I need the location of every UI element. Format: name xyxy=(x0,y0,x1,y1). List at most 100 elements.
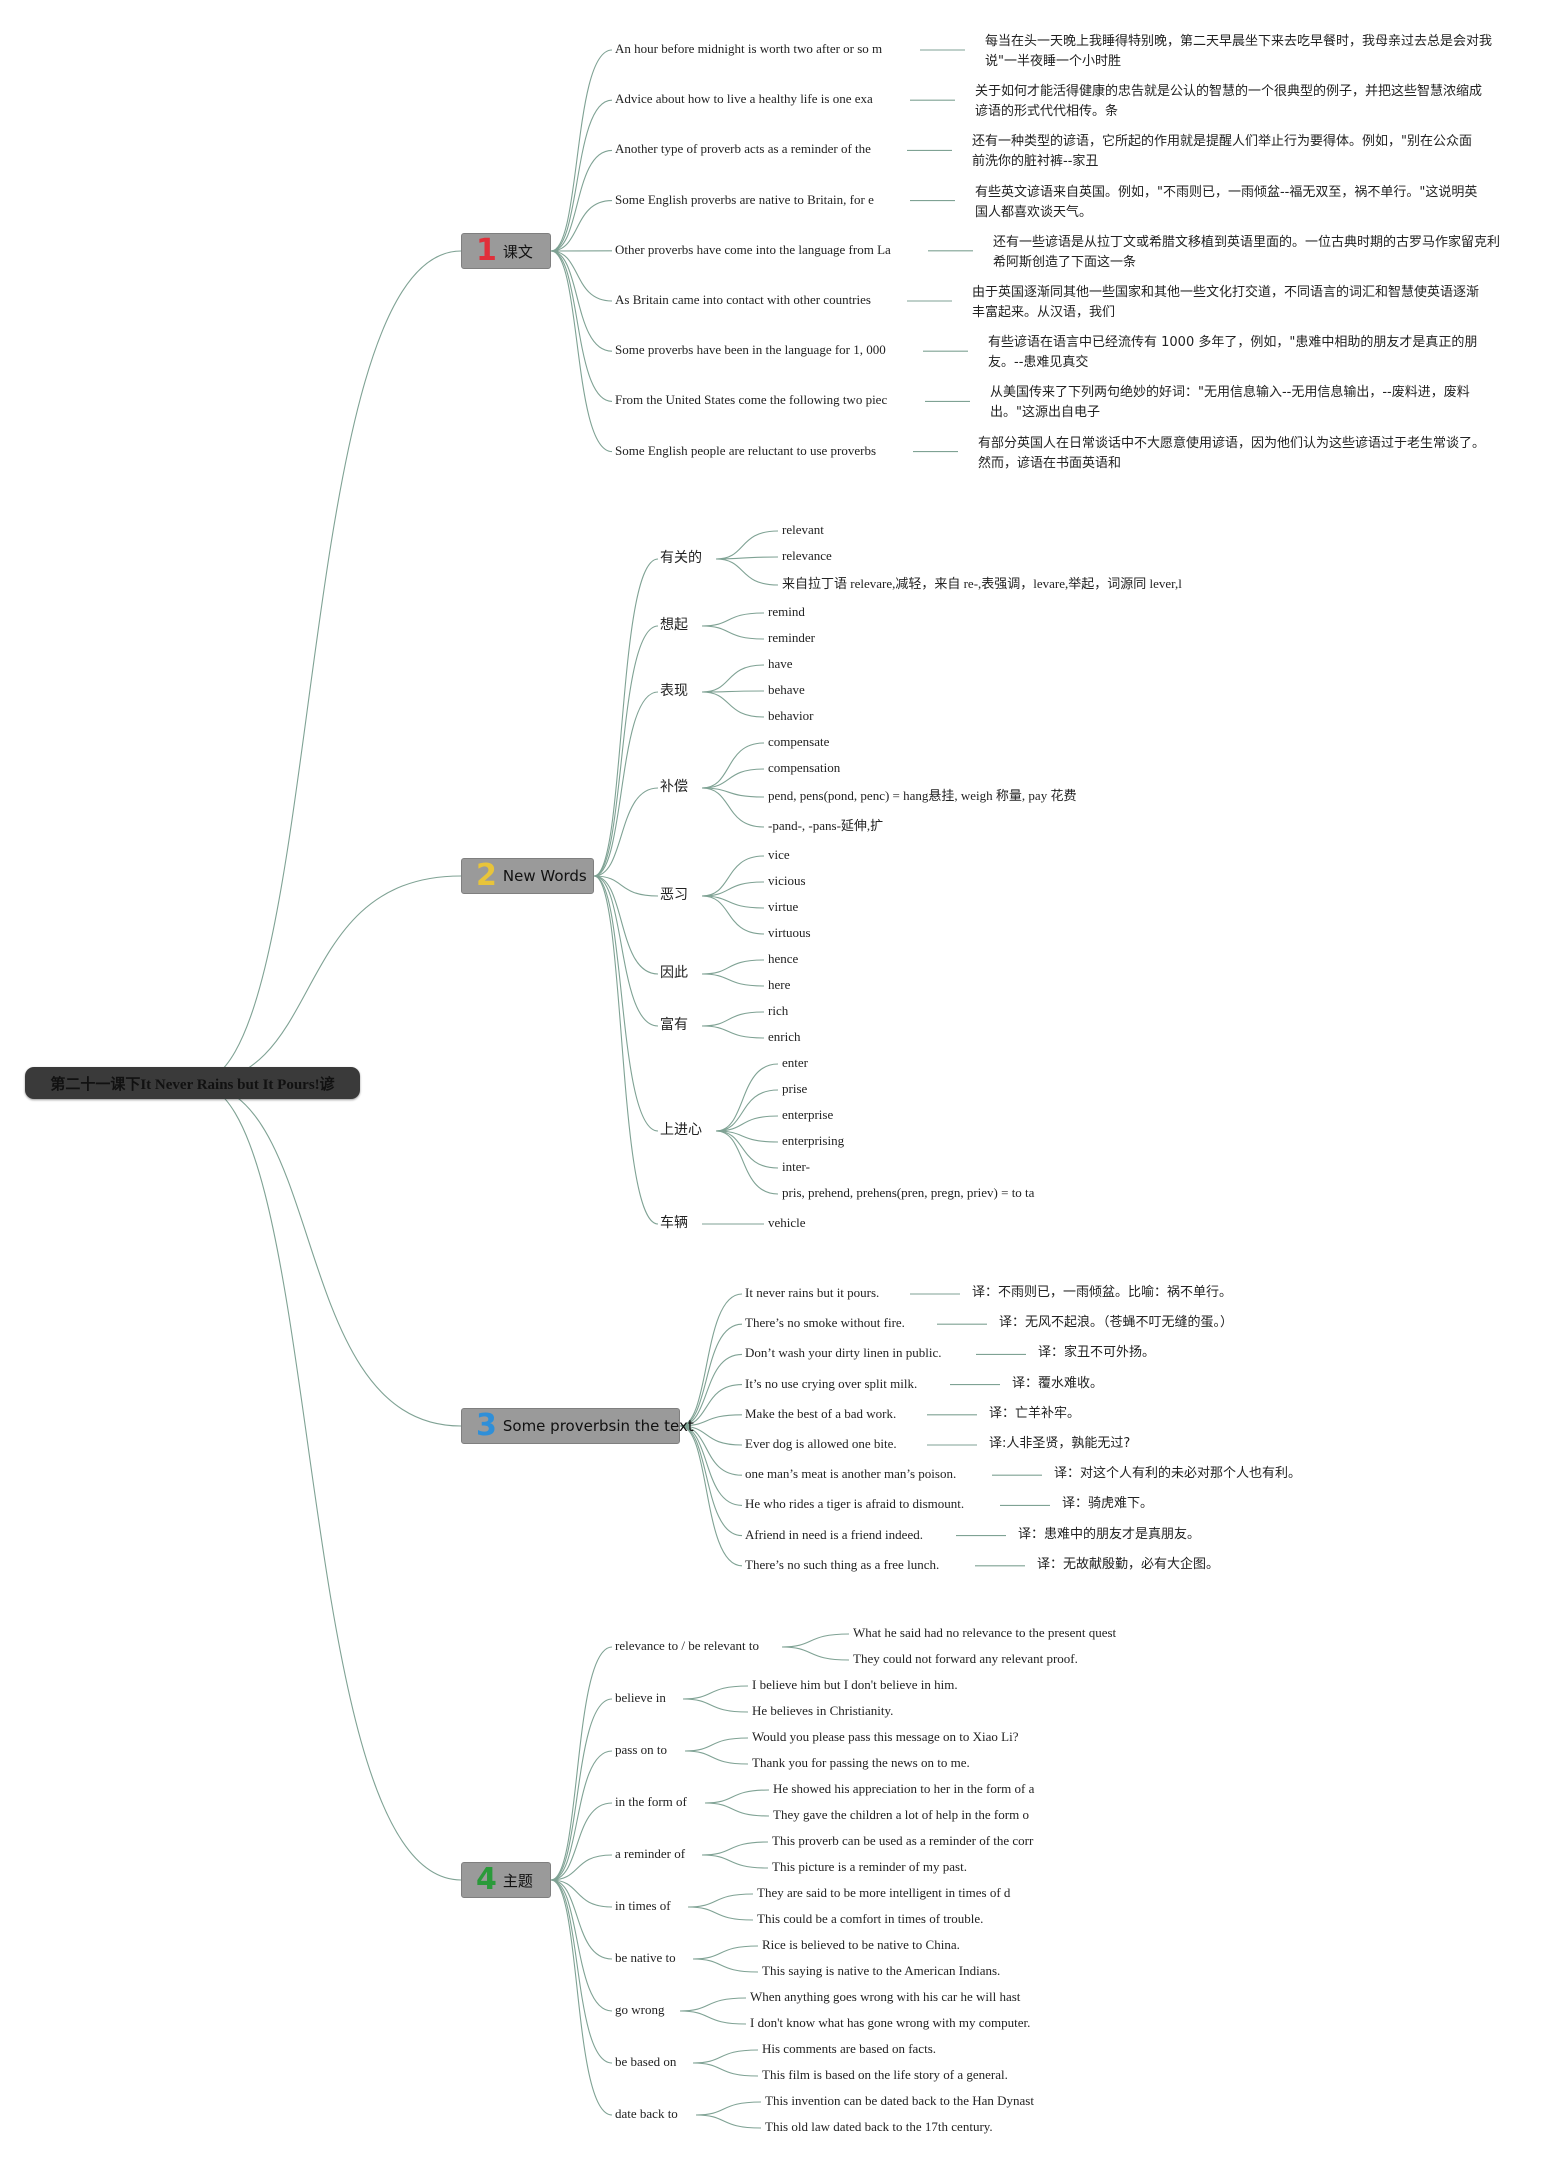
example-sentence[interactable]: This picture is a reminder of my past. xyxy=(772,1859,967,1874)
word-category[interactable]: 表现 xyxy=(660,683,688,699)
word-category[interactable]: 想起 xyxy=(660,617,688,633)
example-sentence[interactable]: They could not forward any relevant proo… xyxy=(853,1651,1078,1666)
proverb-sentence[interactable]: There’s no such thing as a free lunch. xyxy=(745,1556,940,1572)
vocab-word[interactable]: behavior xyxy=(768,708,814,723)
branch-number-1: 1 xyxy=(476,233,497,268)
example-sentence[interactable]: This invention can be dated back to the … xyxy=(765,2093,1034,2108)
example-sentence[interactable]: They are said to be more intelligent in … xyxy=(757,1885,1011,1900)
vocab-word[interactable]: enterprise xyxy=(782,1107,834,1122)
example-sentence[interactable]: This film is based on the life story of … xyxy=(762,2067,1008,2082)
vocab-word[interactable]: hence xyxy=(768,951,799,966)
proverb-sentence[interactable]: Ever dog is allowed one bite. xyxy=(745,1436,897,1451)
branch4-connector xyxy=(550,1879,613,2064)
proverb-sentence[interactable]: There’s no smoke without fire. xyxy=(745,1315,905,1331)
vocab-word[interactable]: enter xyxy=(782,1055,808,1070)
vocab-word[interactable]: virtuous xyxy=(768,925,811,940)
theme-phrase[interactable]: pass on to xyxy=(615,1742,667,1757)
text-sentence[interactable]: From the United States come the followin… xyxy=(615,392,888,408)
vocab-word[interactable]: enterprising xyxy=(782,1133,845,1148)
theme-phrase[interactable]: in times of xyxy=(615,1898,671,1913)
example-sentence[interactable]: Rice is believed to be native to China. xyxy=(762,1937,960,1952)
sentence-translation: 还有一种类型的谚语，它所起的作用就是提醒人们举止行为要得体。例如，"别在公众面前… xyxy=(972,134,1472,170)
example-sentence[interactable]: This saying is native to the American In… xyxy=(762,1963,1001,1978)
example-connector xyxy=(781,1646,850,1661)
theme-phrase[interactable]: believe in xyxy=(615,1690,666,1705)
vocab-word[interactable]: relevance xyxy=(782,548,832,563)
theme-phrase[interactable]: be native to xyxy=(615,1950,676,1965)
proverb-sentence[interactable]: It’s no use crying over split milk. xyxy=(745,1375,918,1391)
vocab-word[interactable]: enrich xyxy=(768,1029,801,1044)
vocab-word[interactable]: pris, prehend, prehens(pren, pregn, prie… xyxy=(782,1185,1035,1200)
vocab-word[interactable]: virtue xyxy=(768,899,799,914)
vocab-word[interactable]: vice xyxy=(768,847,790,862)
theme-phrase[interactable]: date back to xyxy=(615,2106,678,2121)
vocab-word[interactable]: vicious xyxy=(768,873,806,888)
example-sentence[interactable]: This old law dated back to the 17th cent… xyxy=(765,2119,993,2134)
vocab-word[interactable]: vehicle xyxy=(768,1215,806,1230)
example-sentence[interactable]: Thank you for passing the news on to me. xyxy=(752,1755,970,1770)
example-connector xyxy=(682,1685,749,1700)
vocab-word[interactable]: remind xyxy=(768,604,805,619)
text-sentence[interactable]: As Britain came into contact with other … xyxy=(615,292,871,307)
proverb-sentence[interactable]: Make the best of a bad work. xyxy=(745,1405,897,1421)
word-category[interactable]: 补偿 xyxy=(660,779,688,795)
text-sentence[interactable]: An hour before midnight is worth two aft… xyxy=(615,41,883,56)
word-category[interactable]: 因此 xyxy=(660,965,688,981)
text-sentence[interactable]: Advice about how to live a healthy life … xyxy=(615,91,873,107)
proverb-sentence[interactable]: Afriend in need is a friend indeed. xyxy=(745,1526,923,1542)
vocab-word[interactable]: compensate xyxy=(768,734,830,749)
vocab-word[interactable]: rich xyxy=(768,1003,789,1018)
proverb-sentence[interactable]: He who rides a tiger is afraid to dismou… xyxy=(745,1496,965,1512)
theme-phrase[interactable]: relevance to / be relevant to xyxy=(615,1638,760,1653)
vocab-word[interactable]: have xyxy=(768,656,793,671)
theme-phrase[interactable]: be based on xyxy=(615,2054,677,2069)
proverb-sentence[interactable]: It never rains but it pours. xyxy=(745,1285,880,1300)
text-sentence[interactable]: Some English proverbs are native to Brit… xyxy=(615,191,874,207)
text-sentence[interactable]: Other proverbs have come into the langua… xyxy=(615,241,891,257)
word-category[interactable]: 车辆 xyxy=(660,1215,688,1231)
theme-phrase[interactable]: a reminder of xyxy=(615,1846,686,1861)
vocab-word[interactable]: behave xyxy=(768,682,805,697)
example-sentence[interactable]: This could be a comfort in times of trou… xyxy=(757,1911,984,1926)
text-sentence[interactable]: Another type of proverb acts as a remind… xyxy=(615,141,871,157)
example-sentence[interactable]: Would you please pass this message on to… xyxy=(752,1729,1019,1744)
example-sentence[interactable]: I don't know what has gone wrong with my… xyxy=(750,2015,1031,2030)
theme-phrase[interactable]: go wrong xyxy=(615,2002,665,2017)
word-category[interactable]: 恶习 xyxy=(660,887,688,903)
vocab-word[interactable]: 来自拉丁语 relevare,减轻，来自 re-,表强调，levare,举起，词… xyxy=(782,576,1182,591)
proverb-sentence[interactable]: one man’s meat is another man’s poison. xyxy=(745,1466,957,1482)
vocab-word[interactable]: reminder xyxy=(768,630,815,645)
example-sentence[interactable]: This proverb can be used as a reminder o… xyxy=(772,1833,1034,1848)
text-sentence[interactable]: Some proverbs have been in the language … xyxy=(615,342,886,358)
word-connector xyxy=(715,1115,779,1132)
example-sentence[interactable]: His comments are based on facts. xyxy=(762,2041,937,2056)
proverb-sentence[interactable]: Don’t wash your dirty linen in public. xyxy=(745,1345,942,1361)
vocab-word[interactable]: inter- xyxy=(782,1159,810,1174)
text-sentence[interactable]: Some English people are reluctant to use… xyxy=(615,442,877,458)
vocab-word[interactable]: here xyxy=(768,977,791,992)
example-sentence[interactable]: I believe him but I don't believe in him… xyxy=(752,1677,958,1692)
example-sentence[interactable]: When anything goes wrong with his car he… xyxy=(750,1989,1021,2004)
root-topic[interactable]: 第二十一课下It Never Rains but It Pours!谚 xyxy=(25,1067,360,1099)
word-category[interactable]: 有关的 xyxy=(660,550,702,566)
example-sentence[interactable]: They gave the children a lot of help in … xyxy=(773,1807,1029,1822)
branch-topic-proverbs[interactable]: 3 Some proverbsin the text xyxy=(461,1408,694,1444)
word-category[interactable]: 富有 xyxy=(660,1017,688,1033)
theme-phrase[interactable]: in the form of xyxy=(615,1794,687,1809)
branch4-connector xyxy=(550,1802,613,1881)
vocab-word[interactable]: pend, pens(pond, penc) = hang悬挂, weigh 称… xyxy=(768,788,1077,803)
branch-label-new-words: New Words xyxy=(502,867,587,885)
vocab-word[interactable]: -pand-, -pans-延伸,扩 xyxy=(768,818,884,833)
vocab-word[interactable]: prise xyxy=(782,1081,808,1096)
example-sentence[interactable]: What he said had no relevance to the pre… xyxy=(853,1625,1117,1640)
word-connector xyxy=(701,768,765,789)
branch-topic-new-words[interactable]: 2 New Words xyxy=(461,858,594,894)
branch-topic-themes[interactable]: 4 主题 xyxy=(461,1862,551,1898)
example-sentence[interactable]: He believes in Christianity. xyxy=(752,1703,894,1718)
vocab-word[interactable]: compensation xyxy=(768,760,841,775)
vocab-word[interactable]: relevant xyxy=(782,522,824,537)
branch-topic-text[interactable]: 1 课文 xyxy=(461,233,551,269)
example-sentence[interactable]: He showed his appreciation to her in the… xyxy=(773,1781,1035,1796)
word-category[interactable]: 上进心 xyxy=(660,1122,702,1138)
